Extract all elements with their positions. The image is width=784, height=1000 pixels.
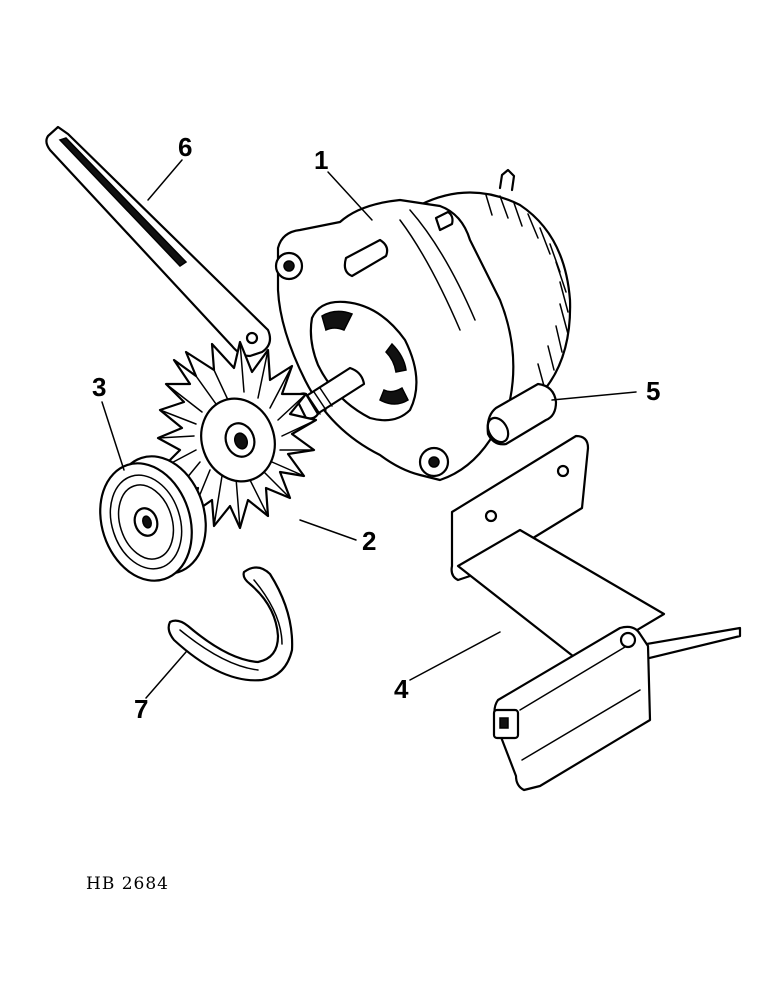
leader-line-3	[101, 401, 125, 471]
leader-line-5	[551, 391, 637, 401]
callout-7: 7	[134, 694, 148, 724]
belt-icon	[167, 566, 294, 682]
pulley-icon	[99, 455, 207, 582]
drawing-id-label: HB 2684	[86, 874, 169, 894]
adjusting-strap-icon	[45, 125, 272, 358]
leader-line-6	[147, 159, 183, 201]
callout-5: 5	[646, 376, 660, 406]
leader-line-1	[327, 171, 373, 221]
mounting-bracket-icon	[450, 434, 742, 792]
callout-labels: 1 2 3 4 5 6 7	[92, 132, 660, 724]
fan-icon	[156, 340, 318, 530]
leader-line-2	[299, 519, 357, 541]
alternator-icon	[274, 168, 572, 482]
callout-3: 3	[92, 372, 106, 402]
callout-1: 1	[314, 145, 328, 175]
leader-line-7	[145, 651, 187, 699]
spacer-icon	[486, 382, 558, 446]
callout-4: 4	[394, 674, 409, 704]
leader-lines	[101, 159, 637, 699]
callout-2: 2	[362, 526, 376, 556]
callout-6: 6	[178, 132, 192, 162]
leader-line-4	[409, 631, 501, 681]
